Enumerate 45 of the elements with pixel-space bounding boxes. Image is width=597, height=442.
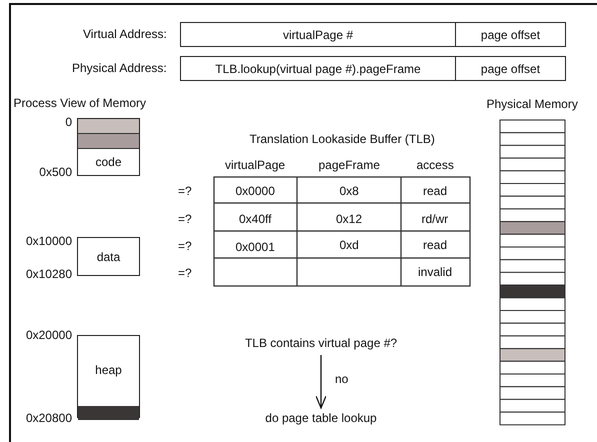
compare-mark: =? [178,266,192,280]
column-header: access [416,158,454,172]
table-cell: 0x40ff [239,212,272,226]
column-header: pageFrame [318,158,380,172]
compare-mark: =? [178,212,192,226]
memory-segment [77,237,140,276]
address-label: 0 [65,115,72,129]
compare-mark: =? [178,239,192,253]
field-text: page offset [480,62,540,76]
table-cell: invalid [418,265,452,279]
field-label: Virtual Address: [83,27,167,41]
table-cell: 0x0000 [236,184,275,198]
address-field [180,56,456,81]
section-title: Physical Memory [486,97,578,111]
flow-text: TLB contains virtual page #? [244,336,398,350]
field-text: virtualPage # [282,28,354,42]
column-header: virtualPage [225,158,286,172]
memory-segment [77,335,140,418]
table-cell: 0xd [340,238,359,252]
segment-label: data [96,250,120,264]
address-label: 0x10280 [26,267,72,281]
address-field [455,22,566,47]
table-cell: read [423,238,448,252]
segment-label: heap [95,363,122,377]
segment-label: code [95,155,122,169]
arrow [315,355,327,409]
table-cell: 0x12 [336,212,362,226]
address-label: 0x20800 [26,411,72,425]
address-field [180,22,456,47]
table-cell: 0x8 [340,184,359,198]
field-text: TLB.lookup(virtual page #).pageFrame [215,62,421,76]
flow-text: do page table lookup [265,411,377,425]
memory-segment [77,118,140,176]
address-field [455,56,566,81]
field-text: page offset [480,28,540,42]
section-title: Process View of Memory [14,96,146,110]
address-label: 0x10000 [26,234,72,248]
table-cell: rd/wr [422,212,448,226]
address-label: 0x20000 [26,328,72,342]
table-title: Translation Lookaside Buffer (TLB) [250,132,435,146]
table-cell: read [423,184,448,198]
table-cell: 0x0001 [236,240,275,254]
address-label: 0x500 [39,165,72,179]
compare-mark: =? [178,184,192,198]
field-label: Physical Address: [72,61,167,75]
